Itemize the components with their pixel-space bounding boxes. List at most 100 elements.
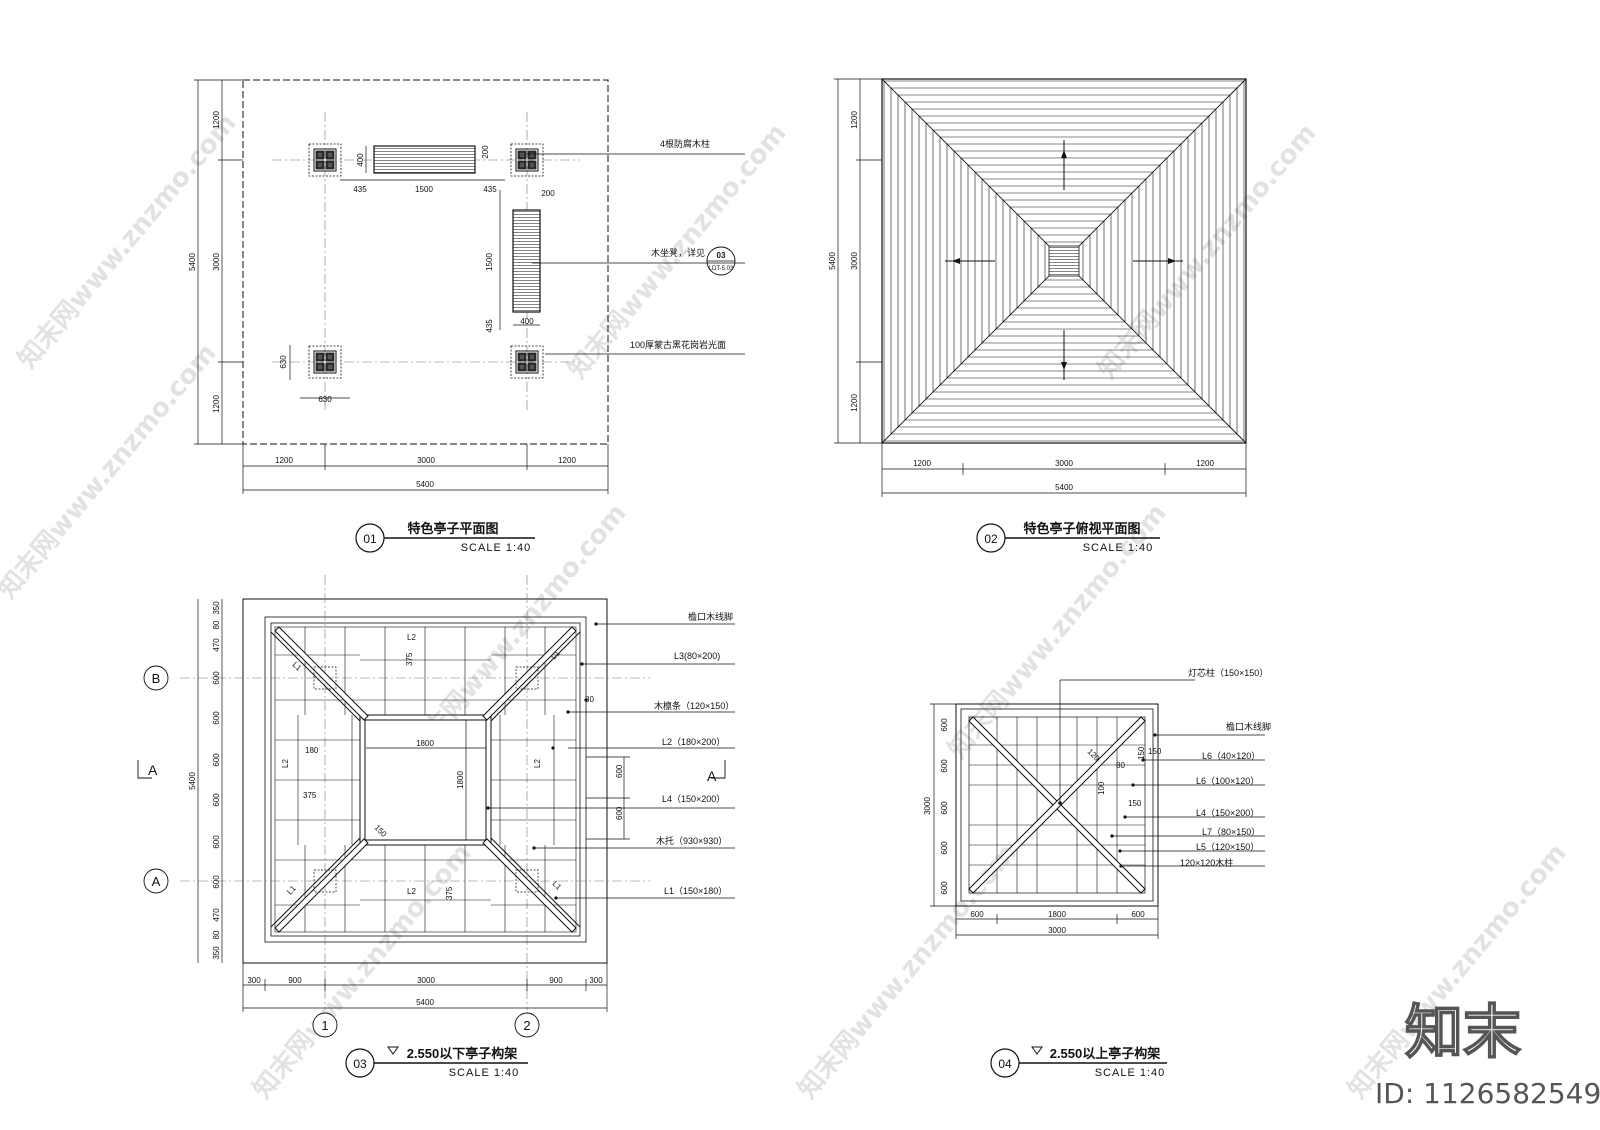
dim-text: 80 (212, 930, 221, 939)
dim-text: 470 (212, 908, 221, 922)
dim-text: 630 (318, 395, 332, 404)
drawing-01-labels: 1200 3000 1200 5400 1200 3000 1200 5400 … (188, 111, 734, 489)
dim-text: 600 (212, 835, 221, 849)
dim-text: 1200 (850, 111, 859, 129)
dim-text: 600 (212, 671, 221, 685)
drawing-04-labels: 灯芯柱（150×150） 檐口木线脚 L6（40×120） L6（100×120… (923, 667, 1271, 935)
dim-text: 600 (940, 881, 949, 895)
watermark: 知末网www.znzmo.com (0, 338, 223, 604)
dim-text: 470 (212, 638, 221, 652)
brand-block: 知末 ID: 1126582549 (1375, 997, 1600, 1110)
note-label: L4（150×200） (1196, 808, 1259, 818)
dim-text: 80 (212, 620, 221, 629)
title-block-01: 01 特色亭子平面图 SCALE 1:40 (355, 521, 535, 554)
note-label: 木檩条（120×150） (654, 700, 734, 711)
dim-text: 1200 (913, 459, 931, 468)
note-label: 檐口木线脚 (1226, 721, 1271, 732)
section-mark-left: A (148, 762, 158, 778)
note-label: 120×120木柱 (1180, 857, 1233, 868)
dim-text: 1800 (456, 771, 465, 789)
dim-text: 600 (615, 764, 624, 778)
dim-text: 375 (445, 886, 454, 900)
dim-text: 435 (353, 185, 367, 194)
dim-text: 1800 (416, 739, 434, 748)
drawing-title: 特色亭子俯视平面图 (1023, 521, 1140, 536)
note-label: 木托（930×930） (656, 835, 727, 846)
dim-text: 200 (541, 189, 555, 198)
drawing-01-plan (194, 79, 745, 494)
watermark: 知末网www.znzmo.com (12, 108, 242, 374)
drawing-number: 02 (984, 532, 998, 546)
dim-text: 400 (520, 317, 534, 326)
dim-text: 3000 (1055, 459, 1073, 468)
grid-bubble-label: B (152, 671, 161, 686)
drawing-scale: SCALE 1:40 (1095, 1067, 1166, 1079)
dim-text: 5400 (1055, 483, 1073, 492)
dim-text: 600 (940, 841, 949, 855)
drawing-02-labels: 1200 3000 1200 5400 1200 3000 1200 5400 (828, 111, 1214, 492)
drawing-title: 2.550以上亭子构架 (1050, 1046, 1161, 1061)
dim-text: 80 (585, 695, 594, 704)
note-label: 4根防腐木柱 (660, 138, 710, 149)
beam-label: L2 (281, 759, 290, 768)
dim-text: 375 (405, 652, 414, 666)
note-label: L3(80×200) (674, 651, 720, 661)
dim-text: 600 (970, 910, 984, 919)
dim-text: 3000 (923, 797, 932, 815)
dim-text: 1200 (558, 456, 576, 465)
drawing-scale: SCALE 1:40 (461, 542, 532, 554)
note-label: 灯芯柱（150×150） (1188, 667, 1268, 678)
title-block-04: 04 2.550以上亭子构架 SCALE 1:40 (990, 1046, 1167, 1079)
dim-text: 3000 (212, 253, 221, 271)
dim-text: 400 (356, 153, 365, 167)
dim-text: 300 (247, 976, 261, 985)
dim-text: 630 (279, 355, 288, 369)
dim-text: 5400 (828, 252, 837, 270)
drawing-02-roof-plan (834, 78, 1247, 497)
dim-text: 600 (212, 875, 221, 889)
dim-text: 435 (483, 185, 497, 194)
dim-text: 3000 (417, 976, 435, 985)
grid-bubble-label: 2 (523, 1018, 530, 1033)
brand-id: ID: 1126582549 (1375, 1077, 1600, 1110)
beam-label: L1 (285, 883, 298, 896)
note-label: L5（120×150） (1196, 842, 1259, 852)
dim-text: 3000 (1048, 926, 1066, 935)
dim-text: 1200 (275, 456, 293, 465)
drawing-title: 特色亭子平面图 (407, 521, 498, 536)
note-label: 檐口木线脚 (688, 611, 733, 622)
dim-text: 1500 (485, 253, 494, 271)
title-block-02: 02 特色亭子俯视平面图 SCALE 1:40 (976, 521, 1160, 554)
grid-bubble-label: 1 (321, 1018, 328, 1033)
dim-text: 900 (288, 976, 302, 985)
dim-text: 1800 (1048, 910, 1066, 919)
dim-text: 600 (940, 718, 949, 732)
dim-text: 3000 (417, 456, 435, 465)
dim-text: 600 (1131, 910, 1145, 919)
note-label: L6（100×120） (1196, 776, 1259, 786)
dim-text: 350 (212, 946, 221, 960)
drawing-03-frame-below (137, 575, 735, 1038)
dim-text: 150 (1148, 747, 1162, 756)
drawing-number: 04 (998, 1057, 1012, 1071)
note-label: L2（180×200） (662, 737, 725, 747)
dim-text: 300 (589, 976, 603, 985)
dim-text: 900 (549, 976, 563, 985)
dim-text: 1500 (415, 185, 433, 194)
dim-text: 375 (303, 791, 317, 800)
dim-text: 5400 (416, 998, 434, 1007)
grid-bubble-label: A (152, 874, 161, 889)
title-block-03: 03 2.550以下亭子构架 SCALE 1:40 (345, 1046, 528, 1079)
dim-text: 5400 (188, 772, 197, 790)
dim-text: 1200 (850, 394, 859, 412)
dim-text: 100 (1097, 781, 1106, 795)
dim-text: 600 (615, 806, 624, 820)
drawing-04-frame-above (930, 679, 1265, 939)
drawing-number: 03 (353, 1057, 367, 1071)
note-label: L6（40×120） (1202, 751, 1260, 761)
drawing-scale: SCALE 1:40 (1083, 542, 1154, 554)
brand-logo: 知末 (1405, 998, 1521, 1066)
dim-text: 600 (212, 793, 221, 807)
dim-text: 435 (485, 319, 494, 333)
dim-text: 1200 (212, 111, 221, 129)
